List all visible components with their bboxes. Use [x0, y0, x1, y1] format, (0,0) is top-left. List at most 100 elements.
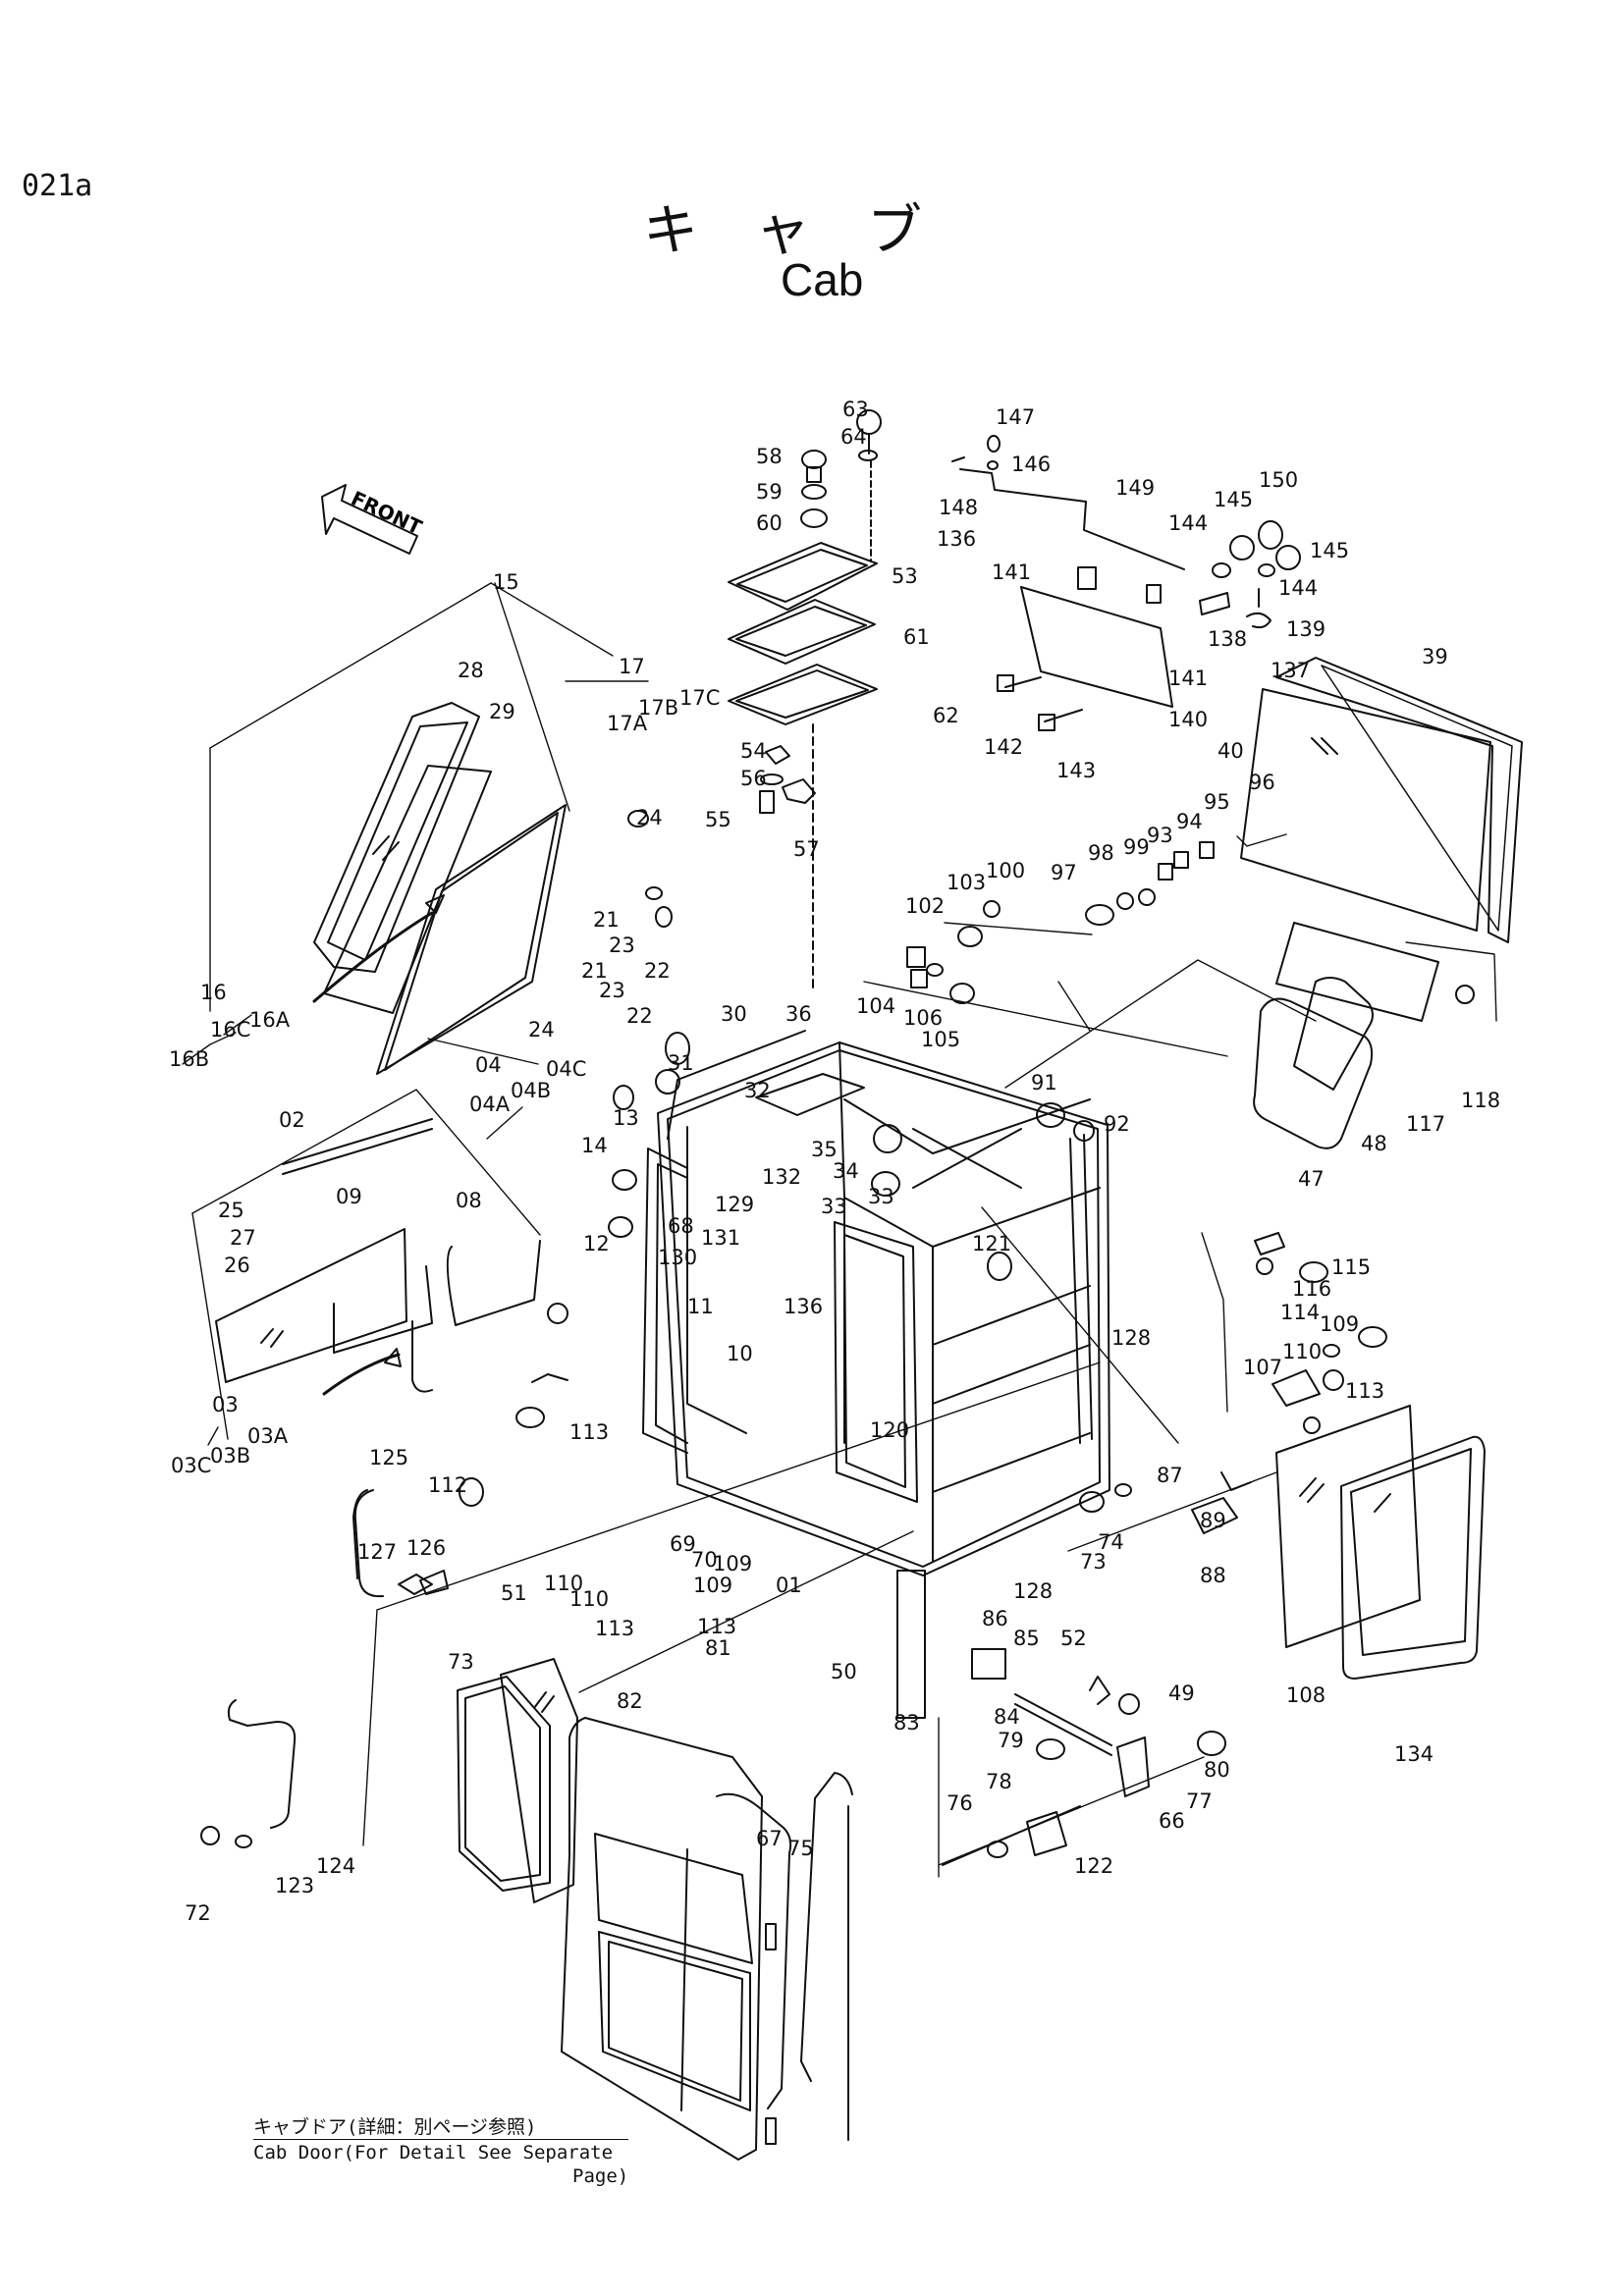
- part-label: 83: [893, 1711, 920, 1735]
- part-label: 92: [1104, 1112, 1130, 1136]
- part-label: 64: [840, 425, 867, 449]
- part-label: 40: [1217, 739, 1244, 763]
- part-label: 123: [275, 1874, 314, 1897]
- part-label: 136: [937, 527, 976, 551]
- part-label: 14: [581, 1134, 608, 1157]
- part-label: 115: [1331, 1255, 1371, 1279]
- part-label: 04A: [469, 1093, 511, 1116]
- part-label: 145: [1310, 539, 1349, 562]
- part-label: 15: [493, 570, 519, 594]
- part-label: 58: [756, 445, 783, 468]
- part-label: 139: [1286, 617, 1325, 641]
- part-label: 17B: [638, 696, 678, 720]
- part-label: 01: [776, 1574, 802, 1597]
- part-label: 33: [868, 1185, 894, 1208]
- part-label: 113: [1345, 1379, 1384, 1403]
- part-label: 27: [230, 1226, 256, 1250]
- part-label: 73: [448, 1650, 474, 1674]
- page-id: 021a: [22, 169, 93, 203]
- part-label: 108: [1286, 1683, 1325, 1707]
- part-label: 23: [609, 934, 635, 957]
- part-label: 109: [693, 1574, 732, 1597]
- part-label: 120: [870, 1418, 909, 1442]
- part-label: 137: [1271, 659, 1310, 682]
- leader-lines: [182, 582, 1497, 1878]
- part-label: 04B: [511, 1079, 551, 1102]
- page-title-japanese: キャブ: [643, 199, 979, 263]
- roof-hatch-group: [728, 409, 882, 992]
- part-label: 114: [1280, 1301, 1320, 1324]
- part-label: 70: [691, 1548, 718, 1572]
- part-label: 32: [744, 1079, 771, 1102]
- part-label: 113: [595, 1617, 634, 1640]
- part-label: 84: [994, 1705, 1020, 1729]
- part-label: 68: [668, 1214, 694, 1238]
- part-label: 16A: [249, 1008, 291, 1032]
- part-label: 23: [599, 979, 625, 1002]
- part-label: 144: [1278, 576, 1318, 600]
- part-label: 04C: [546, 1057, 586, 1081]
- part-label: 51: [501, 1581, 527, 1605]
- part-label: 94: [1176, 810, 1203, 833]
- part-label: 134: [1394, 1742, 1434, 1766]
- part-label: 16: [200, 981, 227, 1004]
- part-label: 146: [1011, 453, 1051, 476]
- part-label: 80: [1204, 1758, 1230, 1782]
- part-label: 74: [1098, 1530, 1124, 1554]
- part-label: 50: [831, 1660, 857, 1683]
- part-label: 128: [1013, 1579, 1053, 1603]
- part-label: 149: [1115, 476, 1155, 500]
- part-label: 82: [617, 1689, 643, 1713]
- part-label: 121: [972, 1232, 1011, 1255]
- part-label: 106: [903, 1006, 943, 1030]
- part-label: 16C: [210, 1018, 250, 1041]
- part-label: 63: [842, 398, 869, 421]
- rear-glass-group: [1240, 657, 1523, 943]
- part-label: 118: [1461, 1089, 1500, 1112]
- part-label: 39: [1422, 645, 1448, 668]
- part-label: 57: [793, 837, 820, 861]
- part-label: 60: [756, 511, 783, 535]
- part-label: 122: [1074, 1854, 1113, 1878]
- part-label: 113: [697, 1615, 736, 1638]
- part-label: 33: [821, 1195, 847, 1218]
- part-label: 21: [581, 959, 608, 983]
- part-label: 105: [921, 1028, 960, 1051]
- part-label: 66: [1159, 1809, 1185, 1833]
- part-label: 78: [986, 1770, 1012, 1793]
- part-label: 52: [1060, 1627, 1087, 1650]
- part-label: 87: [1157, 1464, 1183, 1487]
- part-label: 62: [933, 704, 959, 727]
- part-label: 03A: [247, 1424, 289, 1448]
- part-label: 25: [218, 1199, 244, 1222]
- part-label: 99: [1123, 835, 1150, 859]
- part-label: 09: [336, 1185, 362, 1208]
- rear-bracket-group: [951, 435, 1301, 731]
- hinge-bracket-group: [515, 810, 1387, 1534]
- part-label: 138: [1208, 627, 1247, 651]
- part-label: 36: [785, 1002, 812, 1026]
- part-label: 142: [984, 735, 1023, 759]
- part-label: 125: [369, 1446, 408, 1469]
- part-label: 86: [982, 1607, 1008, 1630]
- part-label: 126: [406, 1536, 446, 1560]
- part-label: 10: [727, 1342, 753, 1365]
- part-label: 109: [713, 1552, 752, 1575]
- part-label: 117: [1406, 1112, 1445, 1136]
- part-label: 100: [986, 859, 1025, 882]
- part-label: 48: [1361, 1132, 1387, 1155]
- part-label: 72: [185, 1901, 211, 1925]
- part-label: 31: [668, 1051, 694, 1075]
- part-label: 143: [1056, 759, 1096, 782]
- part-label: 132: [762, 1165, 801, 1189]
- part-label: 35: [811, 1138, 838, 1161]
- part-label: 112: [428, 1473, 467, 1497]
- part-label: 73: [1080, 1550, 1107, 1574]
- front-label: FRONT: [348, 486, 426, 539]
- part-label: 03B: [210, 1444, 250, 1468]
- part-label: 141: [992, 561, 1031, 584]
- part-label: 24: [528, 1018, 555, 1041]
- part-label: 79: [998, 1729, 1024, 1752]
- part-label: 69: [670, 1532, 696, 1556]
